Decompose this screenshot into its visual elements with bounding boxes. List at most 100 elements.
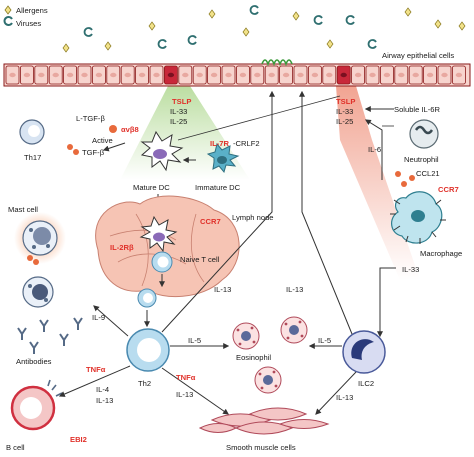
b-cell-label: B cell (6, 443, 25, 452)
smooth-muscle-label: Smooth muscle cells (226, 443, 296, 452)
lymph-node-label: Lymph node (232, 213, 274, 222)
allergens-viruses-cloud (62, 5, 466, 53)
il25-label: IL-25 (170, 117, 187, 126)
cell-nucleus (426, 72, 434, 78)
legend-allergens-label: Allergens (16, 6, 48, 15)
cell-nucleus (182, 72, 189, 78)
macrophage-label: Macrophage (420, 249, 462, 258)
mast-cell-label: Mast cell (8, 205, 38, 214)
ccl21-label: CCL21 (416, 169, 440, 178)
tslp-label: TSLP (336, 97, 355, 106)
activated-t-cell (137, 288, 157, 308)
il25-label: IL-25 (336, 117, 353, 126)
il13-label: IL-13 (336, 393, 353, 402)
il6-label: IL-6 (368, 145, 381, 154)
crlf2-label: -CRLF2 (233, 139, 260, 148)
il2rb-label: IL-2Rβ (110, 243, 134, 252)
cell-nucleus (81, 72, 88, 78)
allergen-icon (434, 19, 442, 29)
cell-nucleus (210, 72, 218, 78)
tslp-label: TSLP (172, 97, 191, 106)
tgf-molecule (67, 144, 73, 150)
ebi2-label: EBI2 (70, 435, 87, 444)
cell-nucleus (38, 72, 45, 78)
eosinophil-cell (232, 322, 260, 350)
il33-macrophage-label: IL-33 (402, 265, 419, 274)
cell-nucleus (23, 72, 31, 78)
cell-nucleus (268, 72, 275, 78)
virus-icon (345, 15, 355, 25)
virus-icon (3, 16, 13, 26)
soluble-il6r-label: Soluble IL-6R (394, 105, 441, 114)
il33-label: IL-33 (336, 107, 353, 116)
th17-cell: Th17 (19, 119, 45, 162)
il5-label: IL-5 (318, 336, 331, 345)
cell-nucleus (52, 72, 59, 78)
tnfa-label: TNFα (86, 365, 106, 374)
cell-nucleus (124, 72, 131, 78)
eosinophil-cell (254, 366, 282, 394)
allergen-icon (458, 21, 466, 31)
cell-nucleus (326, 72, 333, 78)
cell-nucleus (167, 72, 175, 78)
allergen-icon (104, 41, 112, 51)
ccr7-label: CCR7 (200, 217, 221, 226)
cell-nucleus (441, 72, 448, 78)
macrophage: Macrophage (390, 191, 462, 258)
antibodies-label: Antibodies (16, 357, 52, 366)
ltgf-molecule (109, 125, 117, 133)
lymph-node-dc (139, 215, 178, 253)
allergen-icon (4, 5, 12, 15)
legend: Allergens Viruses (3, 5, 48, 28)
il13-label: IL-13 (96, 396, 113, 405)
cell-nucleus (254, 72, 261, 78)
allergen-icon (148, 21, 156, 31)
cell-nucleus (282, 72, 290, 78)
cell-nucleus (412, 72, 419, 78)
th2-cell: Th2 (126, 328, 170, 388)
legend-viruses-label: Viruses (16, 19, 41, 28)
cell-nucleus (196, 72, 203, 78)
ilc2-label: ILC2 (358, 379, 374, 388)
cell-nucleus (66, 72, 74, 78)
il13-label: IL-13 (214, 285, 231, 294)
cell-nucleus (354, 72, 362, 78)
cell-nucleus (95, 72, 103, 78)
cell-nucleus (9, 72, 16, 78)
cell-nucleus (153, 72, 160, 78)
cell-nucleus (340, 72, 347, 78)
virus-icon (83, 27, 93, 37)
virus-icon (187, 35, 197, 45)
th2-label: Th2 (138, 379, 151, 388)
l-tgf-label: L-TGF-β (76, 114, 105, 123)
virus-icon (313, 15, 323, 25)
il5-label: IL-5 (188, 336, 201, 345)
ccl21-molecule (401, 181, 407, 187)
allergen-icon (242, 27, 250, 37)
naive-t-cell-label: Naive T cell (180, 255, 220, 264)
cell-nucleus (383, 72, 391, 78)
virus-icon (367, 39, 377, 49)
epithelial-cytokines-left: TSLP IL-33 IL-25 (170, 97, 191, 126)
ccl21-molecule (395, 171, 401, 177)
allergen-icon (292, 11, 300, 21)
neutrophil: Neutrophil (404, 119, 439, 164)
il13-label: IL-13 (176, 390, 193, 399)
allergen-icon (326, 39, 334, 49)
airway-epithelium (3, 59, 471, 87)
epithelium-label: Airway epithelial cells (382, 51, 454, 60)
tnfa-label: TNFα (176, 373, 196, 382)
cell-nucleus (225, 72, 232, 78)
cell-nucleus (398, 72, 405, 78)
neutrophil-label: Neutrophil (404, 155, 439, 164)
mature-dc-label: Mature DC (133, 183, 170, 192)
antibodies: Antibodies (16, 317, 83, 366)
cell-nucleus (110, 72, 117, 78)
avb8-label: αvβ8 (121, 125, 139, 134)
b-cell: B cell EBI2 (6, 379, 87, 452)
immature-dc: Immature DC IL-7R -CRLF2 (195, 139, 260, 192)
naive-t-cell: Naive T cell (151, 251, 220, 273)
granulocyte-cell (22, 276, 54, 308)
virus-icon (249, 5, 259, 15)
active-label: Active (92, 136, 113, 145)
